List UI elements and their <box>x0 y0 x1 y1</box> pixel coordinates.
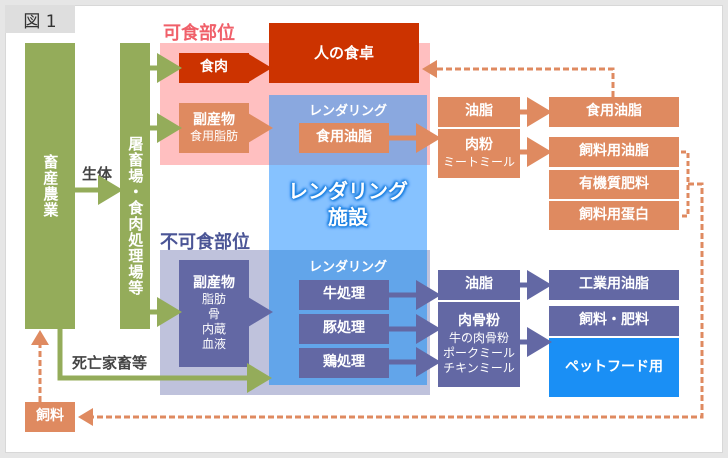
meat-bone-meal-box: 肉骨粉 牛の肉骨粉 ポークミール チキンミール <box>438 302 520 387</box>
inedible-fat-output-box: 油脂 <box>438 270 520 300</box>
feed-label: 飼料 <box>36 408 64 425</box>
feed-oil-label: 飼料用油脂 <box>579 143 649 160</box>
rendering-facility-line2: 施設 <box>328 205 368 229</box>
meat-box: 食肉 <box>179 53 249 83</box>
pig-processing-box: 豚処理 <box>299 314 389 344</box>
mbm-item: 牛の肉骨粉 <box>448 330 509 345</box>
rendering-edible-oil-box: 食用油脂 <box>299 123 389 153</box>
inedible-byproduct-box: 副産物 脂肪 骨 内蔵 血液 <box>179 260 249 367</box>
human-table-label: 人の食卓 <box>313 43 374 62</box>
industrial-oil-box: 工業用油脂 <box>549 270 679 300</box>
dead-livestock-label: 死亡家畜等 <box>72 354 148 372</box>
inedible-zone-label: 不可食部位 <box>160 232 250 253</box>
chicken-processing-label: 鶏処理 <box>323 354 365 371</box>
rendering-edible-oil-label: 食用油脂 <box>316 129 372 146</box>
edible-oil-output-box: 食用油脂 <box>549 97 679 127</box>
edible-oil-output-label: 食用油脂 <box>586 103 642 120</box>
meat-meal-box: 肉粉 ミートミール <box>438 129 520 178</box>
rendering-bottom-title: レンダリング <box>308 260 387 275</box>
edible-fat-output-box: 油脂 <box>438 97 520 127</box>
rendering-facility-title: レンダリング 施設 <box>269 178 427 230</box>
organic-fertilizer-box: 有機質肥料 <box>549 170 679 199</box>
edible-fat-output-label: 油脂 <box>465 103 493 120</box>
feed-protein-label: 飼料用蛋白 <box>579 206 649 223</box>
byproduct-item: 血液 <box>201 337 226 352</box>
byproduct-item: 骨 <box>207 307 220 322</box>
feed-fertilizer-box: 飼料・肥料 <box>549 306 679 336</box>
pet-food-box: ペットフード用 <box>549 338 679 397</box>
pig-processing-label: 豚処理 <box>323 320 365 337</box>
livestock-farming-label: 畜産農業 <box>41 154 60 218</box>
edible-zone-label: 可食部位 <box>163 23 235 44</box>
meat-meal-title: 肉粉 <box>465 137 493 154</box>
meat-label: 食肉 <box>200 59 228 76</box>
livestock-farming-box: 畜産農業 <box>25 43 75 329</box>
inedible-fat-output-label: 油脂 <box>465 276 493 293</box>
edible-byproduct-box: 副産物 食用脂肪 <box>179 103 249 153</box>
human-table-box: 人の食卓 <box>269 23 419 83</box>
slaughterhouse-label: 屠畜場・食肉処理場等 <box>126 136 145 296</box>
live-animals-label: 生体 <box>82 165 113 183</box>
feed-protein-box: 飼料用蛋白 <box>549 201 679 230</box>
organic-fertilizer-label: 有機質肥料 <box>579 175 649 192</box>
byproduct-item: 内蔵 <box>201 322 226 337</box>
feed-fertilizer-label: 飼料・肥料 <box>579 312 649 329</box>
rendering-facility-line1: レンダリング <box>288 179 408 203</box>
figure-label: 図 1 <box>5 5 75 33</box>
inedible-byproduct-title: 副産物 <box>193 274 235 291</box>
chicken-processing-box: 鶏処理 <box>299 348 389 378</box>
mbm-item: チキンミール <box>443 360 515 375</box>
cattle-processing-label: 牛処理 <box>323 286 365 303</box>
cattle-processing-box: 牛処理 <box>299 280 389 310</box>
meat-bone-meal-title: 肉骨粉 <box>458 313 500 330</box>
feed-oil-box: 飼料用油脂 <box>549 137 679 167</box>
meat-meal-sub: ミートミール <box>442 154 515 169</box>
mbm-item: ポークミール <box>442 345 515 360</box>
industrial-oil-label: 工業用油脂 <box>579 276 649 293</box>
rendering-top-title: レンダリング <box>308 104 387 119</box>
pet-food-label: ペットフード用 <box>565 358 663 375</box>
feed-box: 飼料 <box>25 402 75 432</box>
edible-fat-label: 食用脂肪 <box>189 129 238 144</box>
slaughterhouse-box: 屠畜場・食肉処理場等 <box>120 43 150 329</box>
edible-byproduct-title: 副産物 <box>193 111 235 128</box>
byproduct-item: 脂肪 <box>201 292 226 307</box>
